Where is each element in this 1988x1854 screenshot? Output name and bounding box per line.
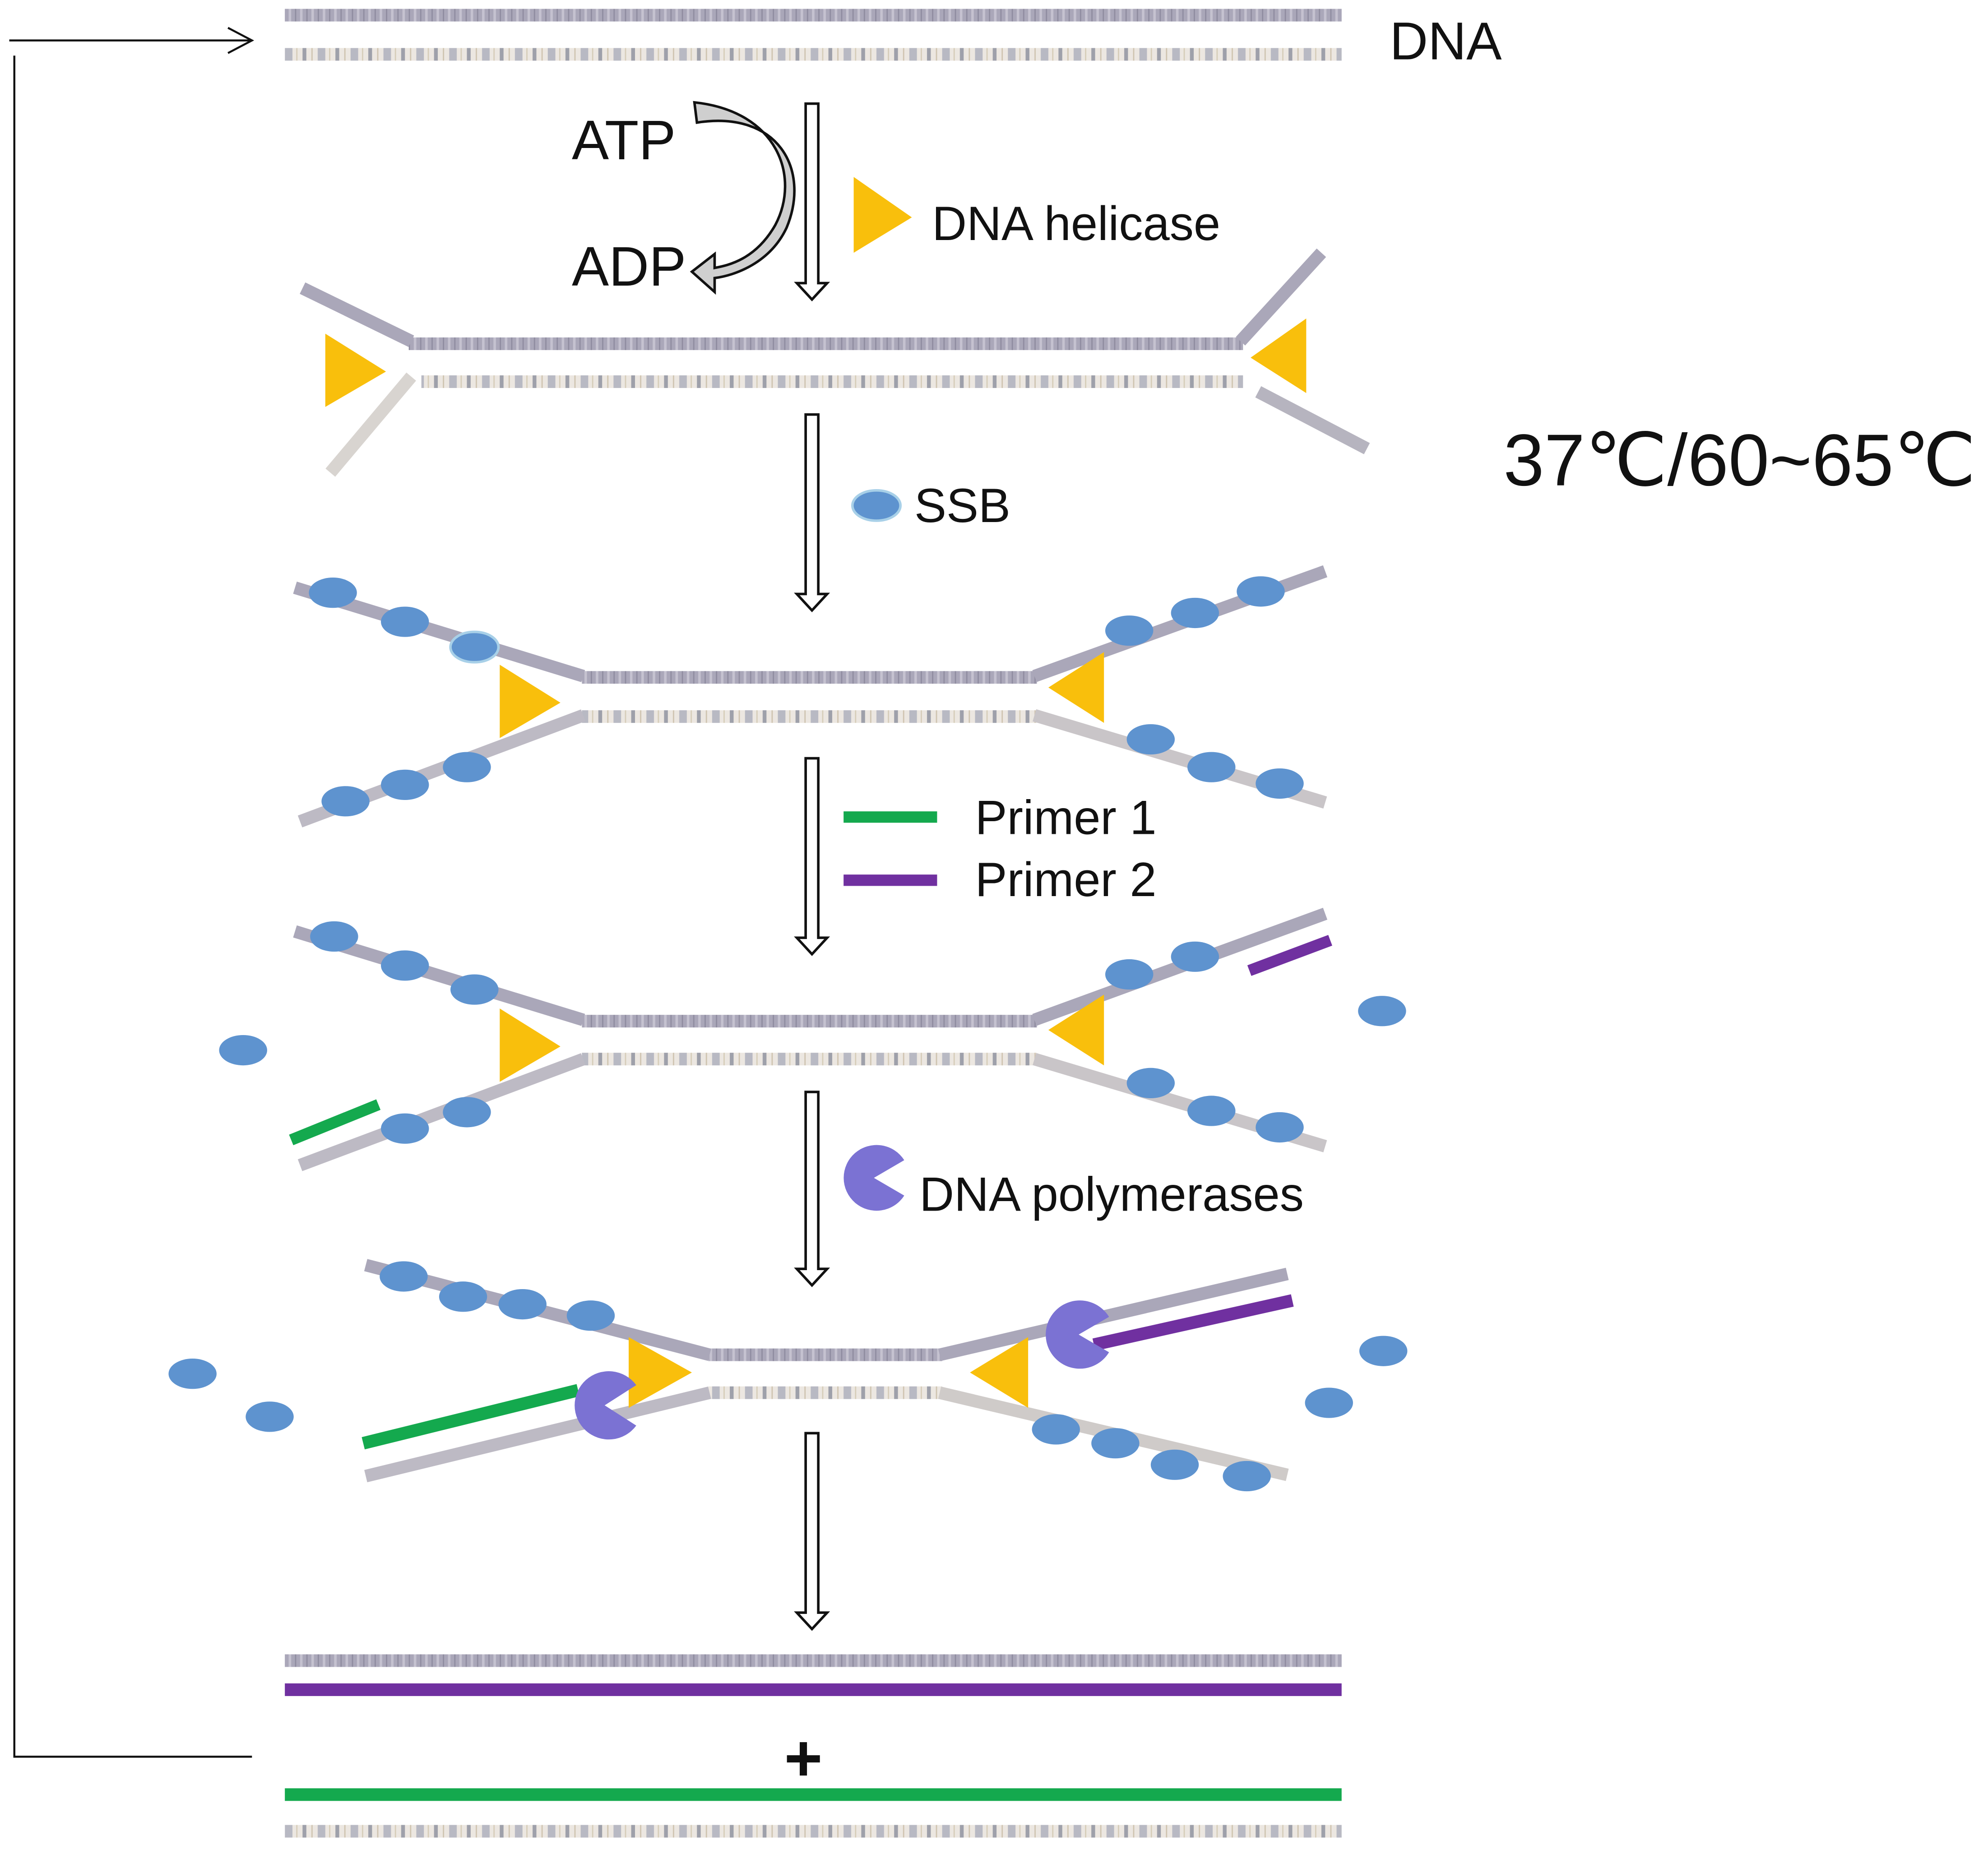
primer1-extended	[361, 1384, 580, 1450]
step-arrow-1	[794, 102, 830, 301]
product-duplex-1	[285, 1654, 1342, 1696]
dna-double-strand	[285, 9, 1342, 61]
ssb-icon	[449, 630, 500, 664]
ssb-icon	[1171, 941, 1219, 972]
ssb-legend-icon	[851, 489, 902, 522]
primer2-product	[285, 1683, 1342, 1696]
helicase-label: DNA helicase	[932, 197, 1220, 250]
dna-label: DNA	[1390, 12, 1502, 71]
primer1-legend-icon	[843, 811, 937, 823]
ssb-icon	[1126, 724, 1175, 755]
ssb-icon	[246, 1401, 294, 1432]
ssb-bound-dna	[293, 565, 1328, 828]
hollow-down-arrow-icon	[794, 1432, 830, 1631]
ssb-icon	[439, 1281, 487, 1312]
ssb-icon	[381, 1113, 429, 1144]
primer2-strand	[1247, 935, 1332, 976]
temperature-label: 37℃/60~65℃	[1503, 420, 1976, 501]
helicase-icon	[500, 1008, 561, 1082]
helicase-icon	[970, 1337, 1029, 1408]
extension-dna	[168, 1259, 1408, 1492]
ssb-icon	[219, 1035, 267, 1066]
primer2-label: Primer 2	[975, 853, 1156, 906]
loop-line	[13, 55, 252, 1758]
polymerase-icon	[1046, 1300, 1109, 1369]
ssb-icon	[1171, 597, 1219, 629]
ssb-icon	[1105, 959, 1154, 990]
ssb-icon	[450, 974, 499, 1005]
ssb-label: SSB	[914, 479, 1010, 532]
ssb-icon	[381, 769, 429, 800]
helicase-icon	[1048, 994, 1104, 1066]
polymerase-legend-icon	[843, 1145, 904, 1211]
ssb-icon	[1256, 768, 1304, 799]
ssb-icon	[443, 1097, 491, 1128]
adp-label: ADP	[572, 236, 686, 298]
primer2-legend-icon	[843, 874, 937, 886]
ssb-icon	[310, 921, 358, 952]
primer-annealing-dna	[219, 907, 1406, 1171]
ssb-icon	[566, 1300, 615, 1331]
ssb-icon	[1032, 1414, 1080, 1445]
polymerase-icon	[575, 1371, 636, 1440]
hollow-down-arrow-icon	[794, 102, 830, 301]
ssb-icon	[1105, 615, 1154, 646]
ssb-icon	[1187, 1096, 1236, 1126]
hollow-down-arrow-icon	[794, 1091, 830, 1287]
polymerases-label: DNA polymerases	[919, 1167, 1304, 1221]
feedback-loop	[9, 27, 255, 1758]
ssb-icon	[381, 606, 429, 637]
ssb-icon	[1091, 1428, 1140, 1459]
helicase-icon	[1251, 318, 1307, 393]
ssb-icon	[168, 1359, 217, 1389]
helicase-icon	[325, 333, 386, 407]
ssb-icon	[1256, 1112, 1304, 1143]
helicase-icon	[1048, 652, 1104, 723]
ssb-icon	[1237, 576, 1285, 607]
primer1-label: Primer 1	[975, 791, 1156, 845]
primer1-product	[285, 1788, 1342, 1801]
curved-arrow-icon	[690, 101, 796, 295]
helicase-icon	[629, 1337, 692, 1408]
ssb-icon	[1223, 1461, 1271, 1492]
hollow-down-arrow-icon	[794, 757, 830, 956]
ssb-icon	[443, 752, 491, 782]
unwinding-dna	[300, 248, 1370, 477]
ssb-icon	[1358, 996, 1406, 1026]
atp-label: ATP	[572, 109, 676, 171]
primer2-extended	[1092, 1294, 1294, 1351]
ssb-icon	[498, 1289, 547, 1320]
ssb-icon	[321, 786, 370, 817]
helicase-icon	[500, 665, 561, 738]
helicase-legend-icon	[853, 177, 912, 253]
ssb-icon	[1126, 1068, 1175, 1099]
ssb-icon	[381, 950, 429, 981]
primer1-strand	[289, 1099, 381, 1146]
ssb-icon	[1187, 752, 1236, 782]
loop-arrowhead-icon	[227, 27, 255, 54]
ssb-icon	[1150, 1449, 1199, 1480]
plus-label: +	[784, 1721, 823, 1795]
ssb-icon	[380, 1261, 428, 1292]
ssb-icon	[309, 578, 357, 608]
atp-adp-arrow	[690, 101, 796, 295]
ssb-icon	[1305, 1387, 1353, 1418]
hollow-down-arrow-icon	[794, 413, 830, 612]
ssb-icon	[1359, 1336, 1408, 1366]
product-duplex-2	[285, 1788, 1342, 1838]
